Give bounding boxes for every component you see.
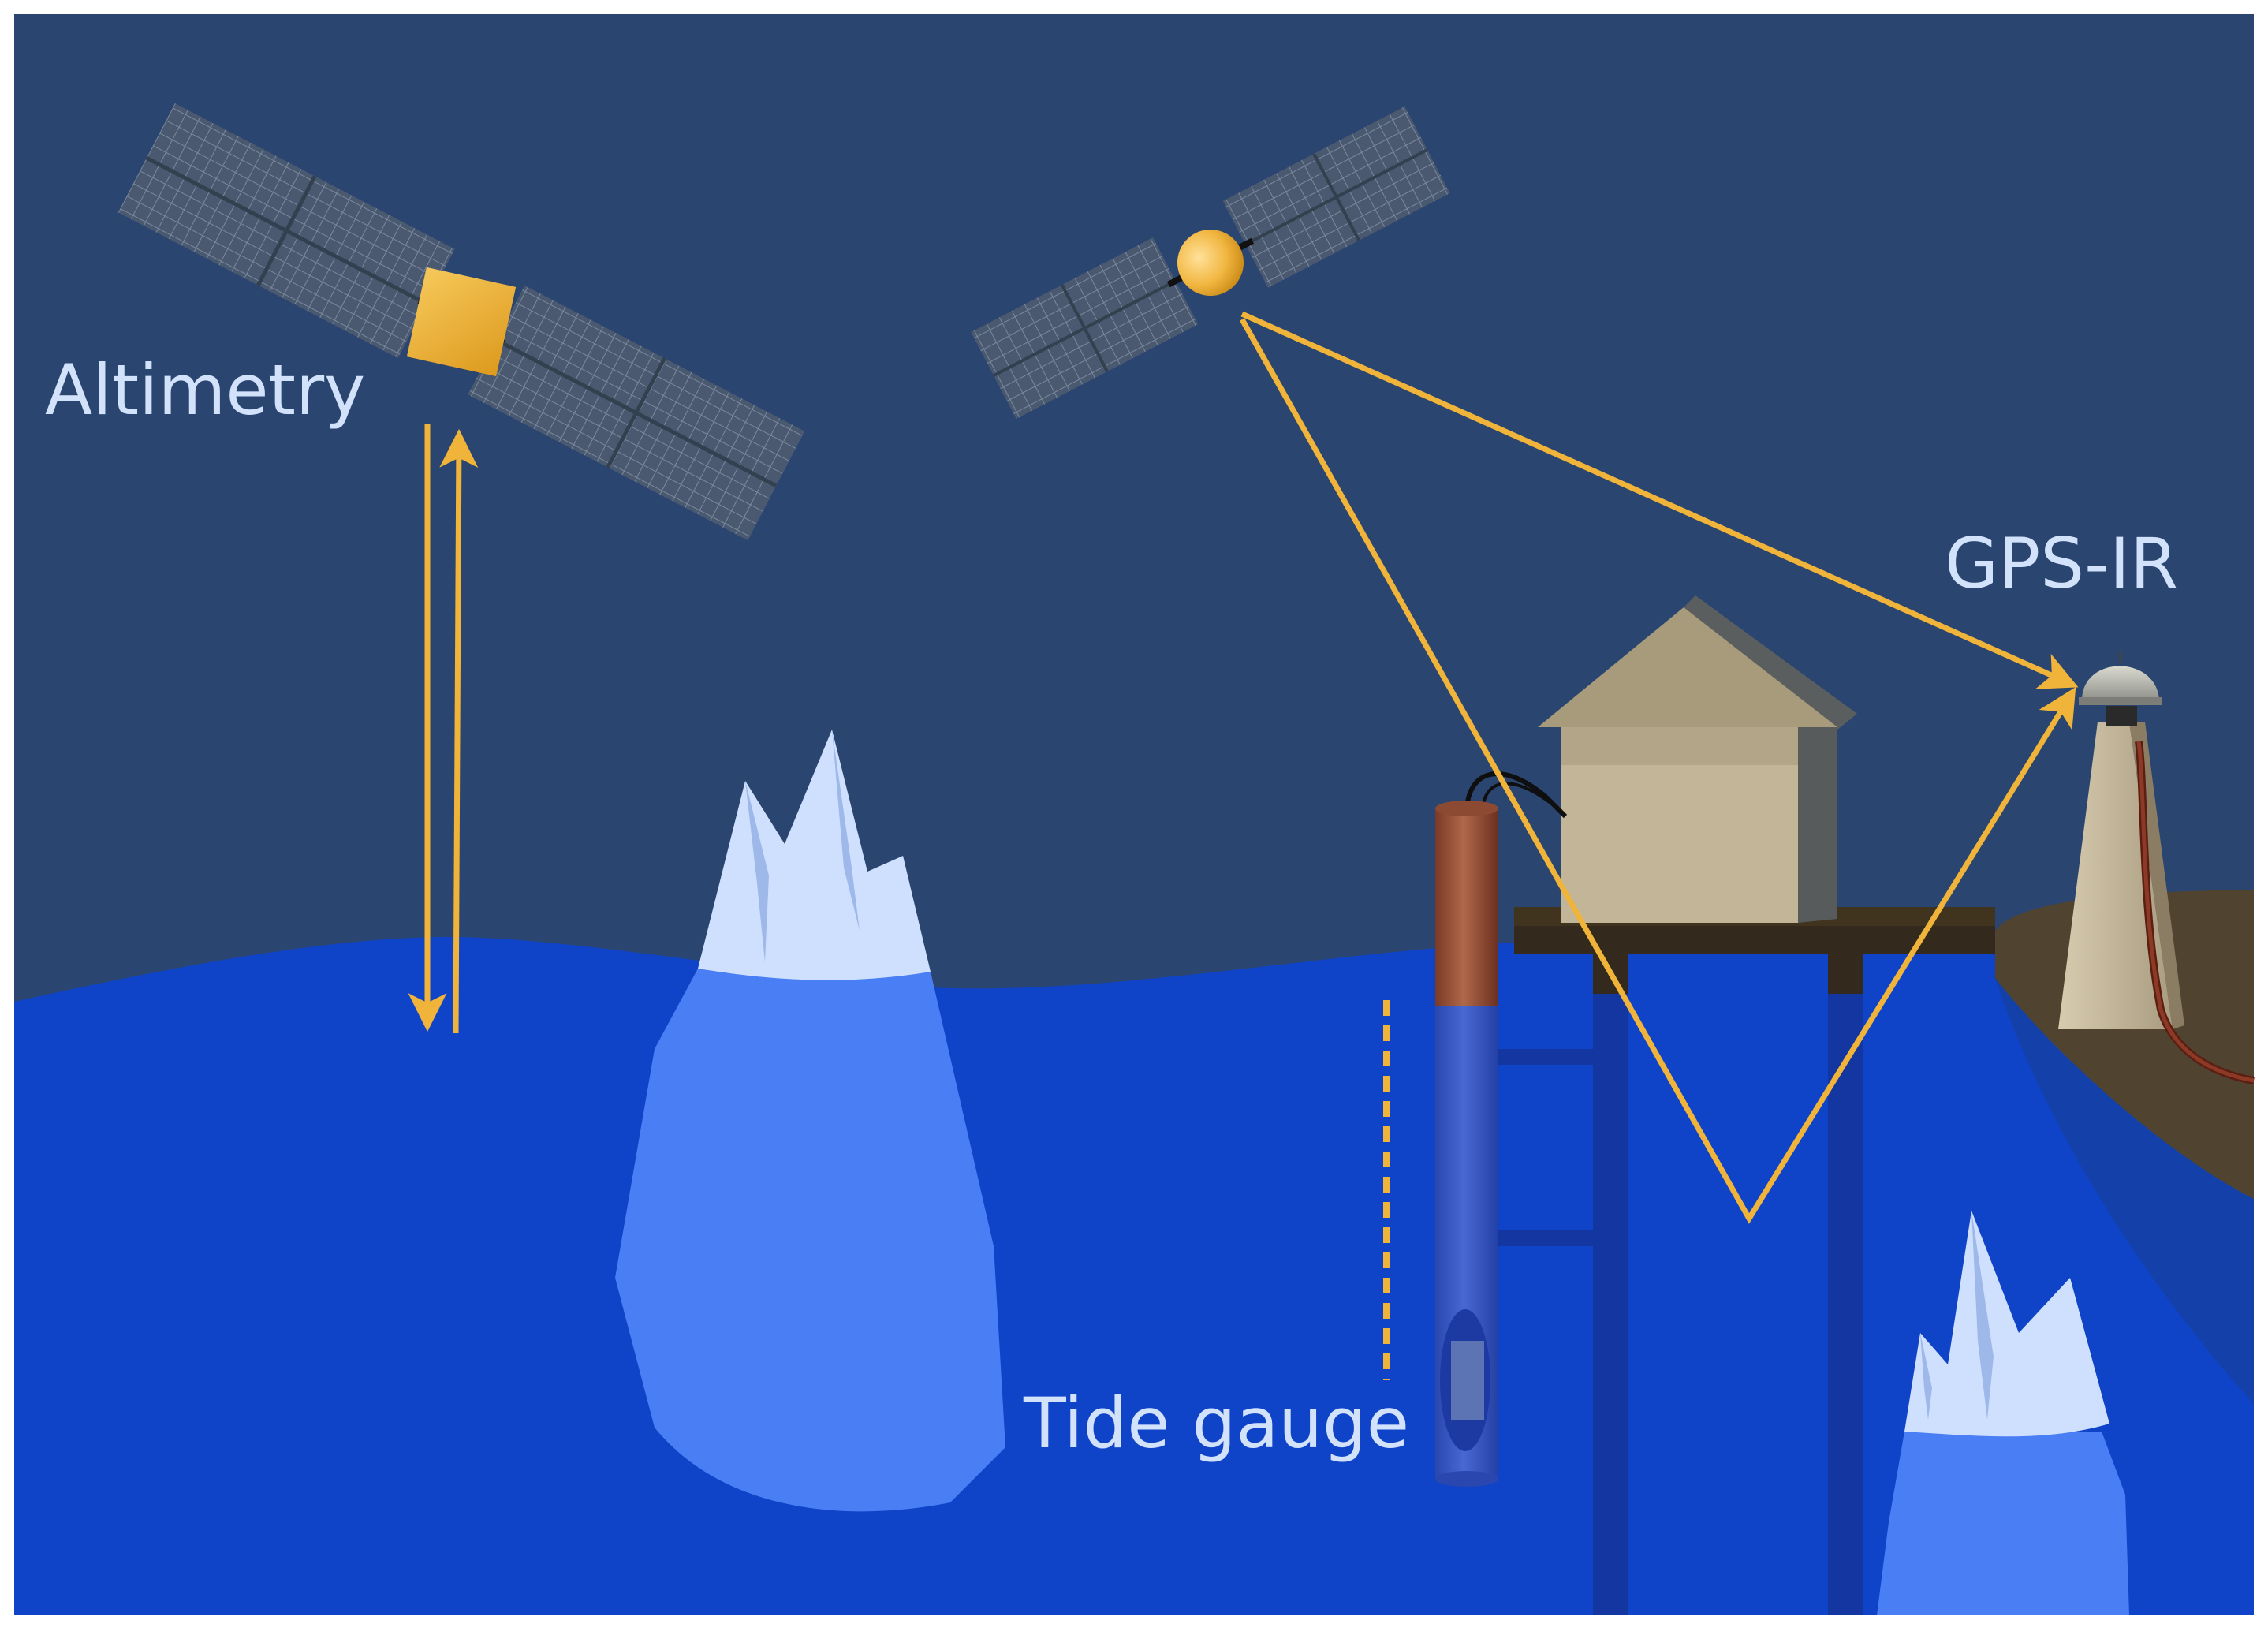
arrow-up (439, 428, 479, 1034)
gps-ir-label: GPS-IR (1945, 523, 2178, 604)
altimetry-satellite (118, 103, 805, 540)
reflected-signal-arrow (1239, 318, 2076, 1224)
house (1538, 595, 1857, 923)
gps-ir-signal-paths (1239, 311, 2079, 1224)
gps-satellite (971, 106, 1450, 420)
altimetry-label: Altimetry (45, 349, 365, 431)
gps-station (2058, 651, 2255, 1084)
sea (14, 936, 2254, 1615)
direct-signal-arrow (1240, 311, 2079, 689)
iceberg-small (1877, 1211, 2129, 1615)
iceberg-large (615, 730, 1005, 1512)
tide-gauge (1383, 771, 1568, 1487)
satellite-body (406, 267, 517, 377)
altimetry-signal-arrows (408, 424, 479, 1034)
satellite-body (1177, 230, 1244, 296)
tide-gauge-label: Tide gauge (1023, 1383, 1409, 1464)
